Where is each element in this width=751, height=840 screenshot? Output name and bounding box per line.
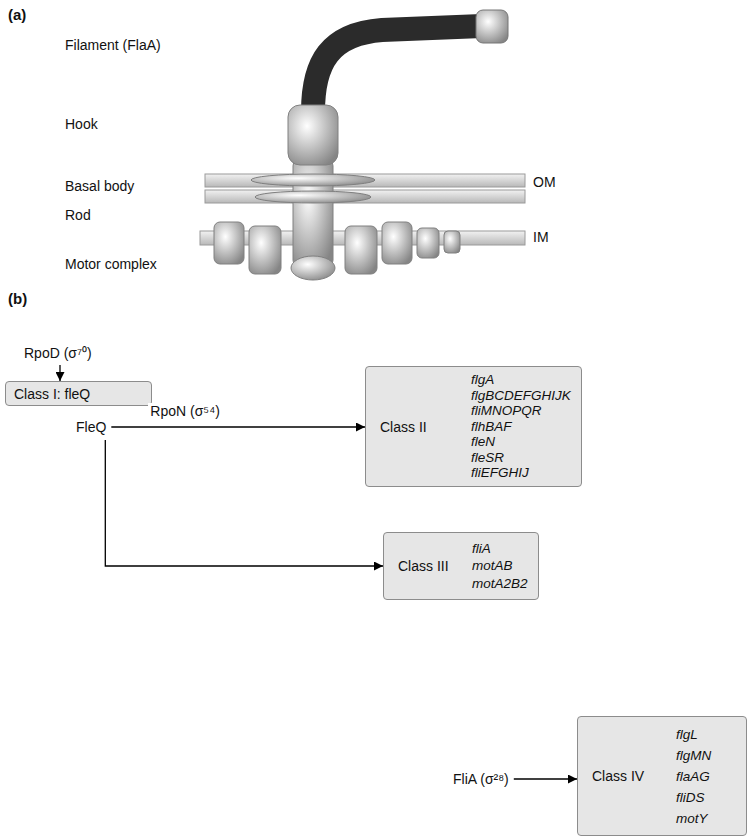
class-name: Class II [380, 419, 471, 435]
part-label: Rod [65, 207, 91, 223]
regulation-arrow [59, 365, 60, 381]
panel-letter: (a) [8, 6, 26, 23]
gene-name: motY [676, 808, 711, 829]
gene-name: fliDS [676, 787, 711, 808]
class-name: Class III [398, 558, 472, 574]
gene-list: fliAmotABmotA2B2 [472, 540, 528, 593]
regulation-arrow [514, 778, 577, 779]
gene-name: flgA [471, 372, 571, 388]
regulation-arrow [105, 440, 383, 566]
outer-membrane-layer [205, 190, 525, 203]
gene-class-box: Class I: fleQ [5, 381, 152, 406]
gene-name: motA2B2 [472, 575, 528, 593]
outer-membrane-layer [205, 174, 525, 187]
regulation-arrow [111, 426, 365, 427]
gene-name: fliEFGHIJ [471, 465, 571, 481]
basal-ring [251, 174, 375, 186]
filament-cap [476, 10, 508, 43]
gene-name: flaAG [676, 766, 711, 787]
motor-protein [382, 222, 412, 264]
gene-class-box: Class IVflgLflgMNflaAGfliDSmotY [577, 716, 747, 836]
gene-name: flgL [676, 724, 711, 745]
motor-protein [417, 228, 439, 258]
regulator-label: FleQ [74, 418, 108, 436]
hook-shape [288, 105, 338, 165]
class-name: Class IV [592, 768, 676, 784]
gene-name: fleSR [471, 450, 571, 466]
part-label: Basal body [65, 178, 134, 194]
part-label: Motor complex [65, 256, 157, 272]
filament-shape [313, 26, 482, 112]
gene-name: fliA [472, 540, 528, 558]
gene-name: fliMNOPQR [471, 403, 571, 419]
rod-bottom [291, 256, 335, 280]
class-name: Class I: fleQ [14, 386, 90, 402]
gene-list: flgLflgMNflaAGfliDSmotY [676, 724, 711, 829]
regulator-label: RpoD (σ⁷⁰) [22, 342, 94, 363]
gene-class-box: Class IIIfliAmotABmotA2B2 [383, 532, 539, 600]
gene-list: flgAflgBCDEFGHIJKfliMNOPQRflhBAFfleNfleS… [471, 372, 571, 481]
motor-protein [214, 222, 244, 264]
gene-name: flgBCDEFGHIJK [471, 388, 571, 404]
regulator-name: FliA (σ²⁸) [453, 771, 509, 787]
motor-protein [444, 231, 460, 253]
regulator-label: FliA (σ²⁸) [451, 770, 511, 788]
regulator-name: RpoD (σ⁷⁰) [24, 343, 92, 362]
part-label: Filament (FlaA) [65, 37, 161, 53]
gene-name: flhBAF [471, 419, 571, 435]
membrane-label: IM [533, 229, 549, 245]
motor-protein [345, 226, 377, 274]
membrane-label: OM [533, 174, 556, 190]
regulator-name: FleQ [76, 419, 106, 435]
gene-class-box: Class IIflgAflgBCDEFGHIJKfliMNOPQRflhBAF… [365, 366, 582, 487]
motor-protein [249, 226, 281, 274]
gene-name: flgMN [676, 745, 711, 766]
basal-ring [255, 191, 371, 203]
sigma-factor-label: RpoN (σ⁵⁴) [148, 403, 221, 419]
part-label: Hook [65, 116, 98, 132]
gene-name: motAB [472, 557, 528, 575]
gene-name: fleN [471, 434, 571, 450]
panel-letter: (b) [8, 290, 27, 307]
